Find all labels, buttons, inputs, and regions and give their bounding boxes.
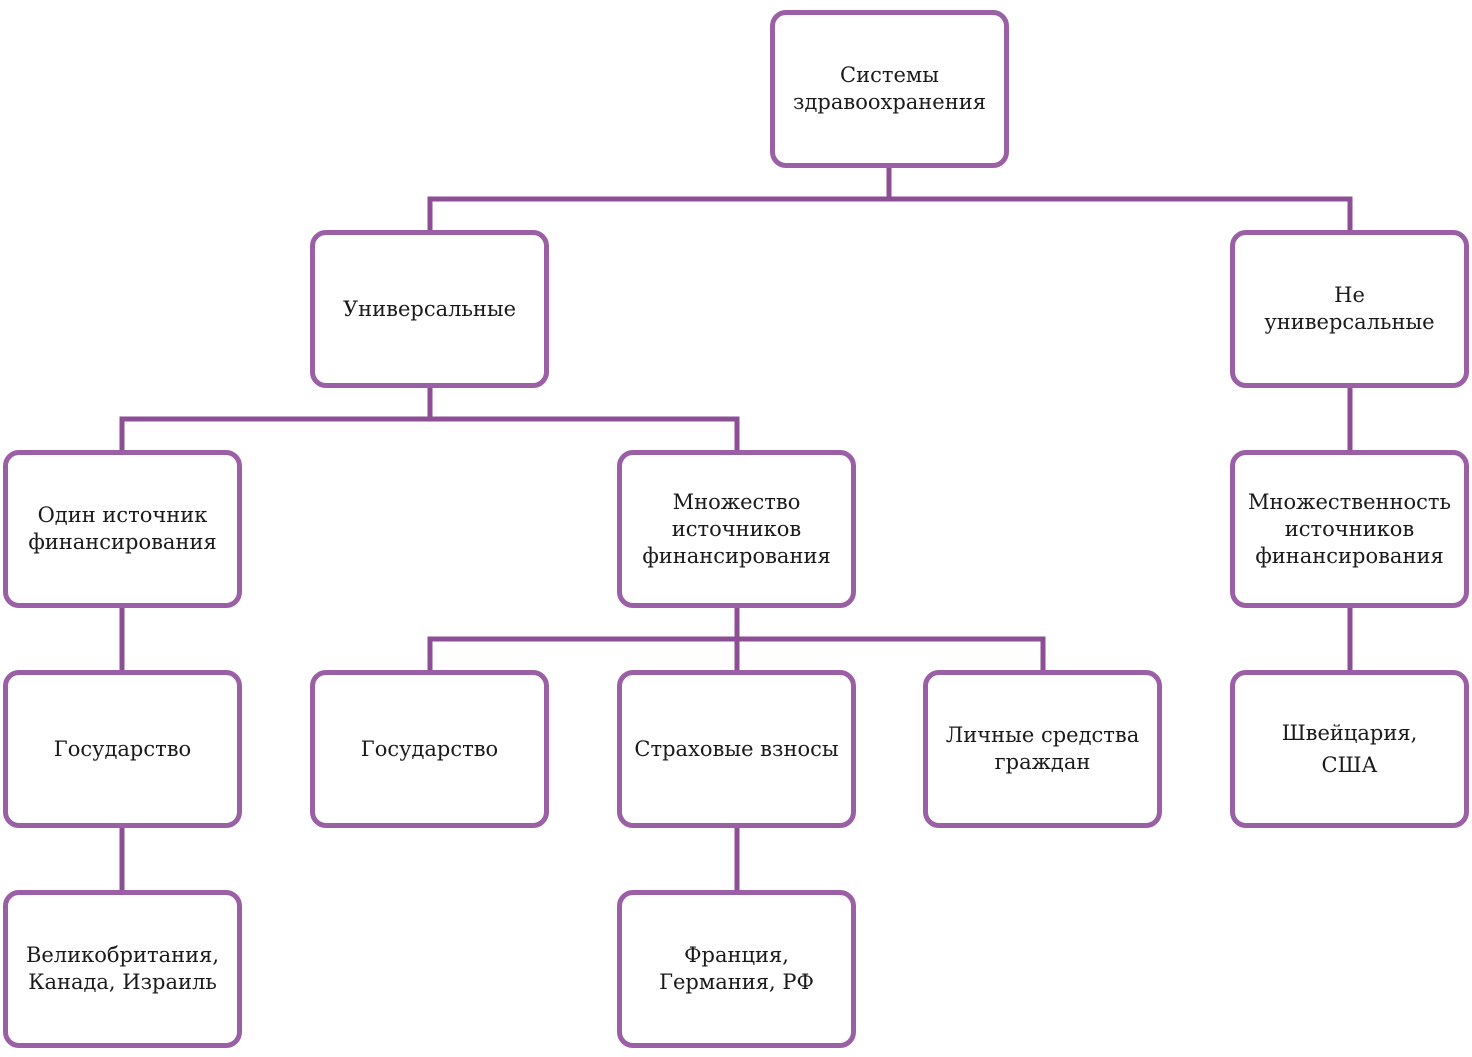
node-label: Множество источников финансирования bbox=[642, 489, 831, 568]
node-label: Государство bbox=[53, 736, 192, 761]
node-label: Швейцария, США bbox=[1281, 721, 1418, 777]
node-healthcare-systems: Системы здравоохранения bbox=[770, 10, 1009, 168]
node-single-source: Один источник финансирования bbox=[3, 450, 242, 608]
node-state-single: Государство bbox=[3, 670, 242, 828]
node-label: Один источник финансирования bbox=[28, 503, 217, 554]
node-non-universal: Не универсальные bbox=[1230, 230, 1469, 388]
connector-universal-children bbox=[119, 385, 740, 453]
node-insurance-contributions: Страховые взносы bbox=[617, 670, 856, 828]
node-label: Государство bbox=[360, 736, 499, 761]
connector-root-children bbox=[427, 165, 1353, 233]
node-state-multi: Государство bbox=[310, 670, 549, 828]
node-universal: Универсальные bbox=[310, 230, 549, 388]
node-label: Личные средства граждан bbox=[945, 723, 1140, 774]
node-label: Универсальные bbox=[342, 296, 517, 321]
node-france-germany-rf: Франция, Германия, РФ bbox=[617, 890, 856, 1048]
node-personal-funds: Личные средства граждан bbox=[923, 670, 1162, 828]
node-label: Страховые взносы bbox=[634, 736, 839, 761]
node-label: Не универсальные bbox=[1264, 283, 1435, 334]
node-switzerland-usa: Швейцария, США bbox=[1230, 670, 1469, 828]
node-multiple-sources: Множество источников финансирования bbox=[617, 450, 856, 608]
node-label: Франция, Германия, РФ bbox=[659, 943, 814, 994]
node-uk-canada-israel: Великобритания, Канада, Израиль bbox=[3, 890, 242, 1048]
node-plurality-sources: Множественность источников финансировани… bbox=[1230, 450, 1469, 608]
node-label: Множественность источников финансировани… bbox=[1248, 489, 1451, 568]
node-label: Системы здравоохранения bbox=[793, 63, 986, 114]
connector-multi-children bbox=[427, 605, 1046, 673]
node-label: Великобритания, Канада, Израиль bbox=[25, 943, 220, 994]
